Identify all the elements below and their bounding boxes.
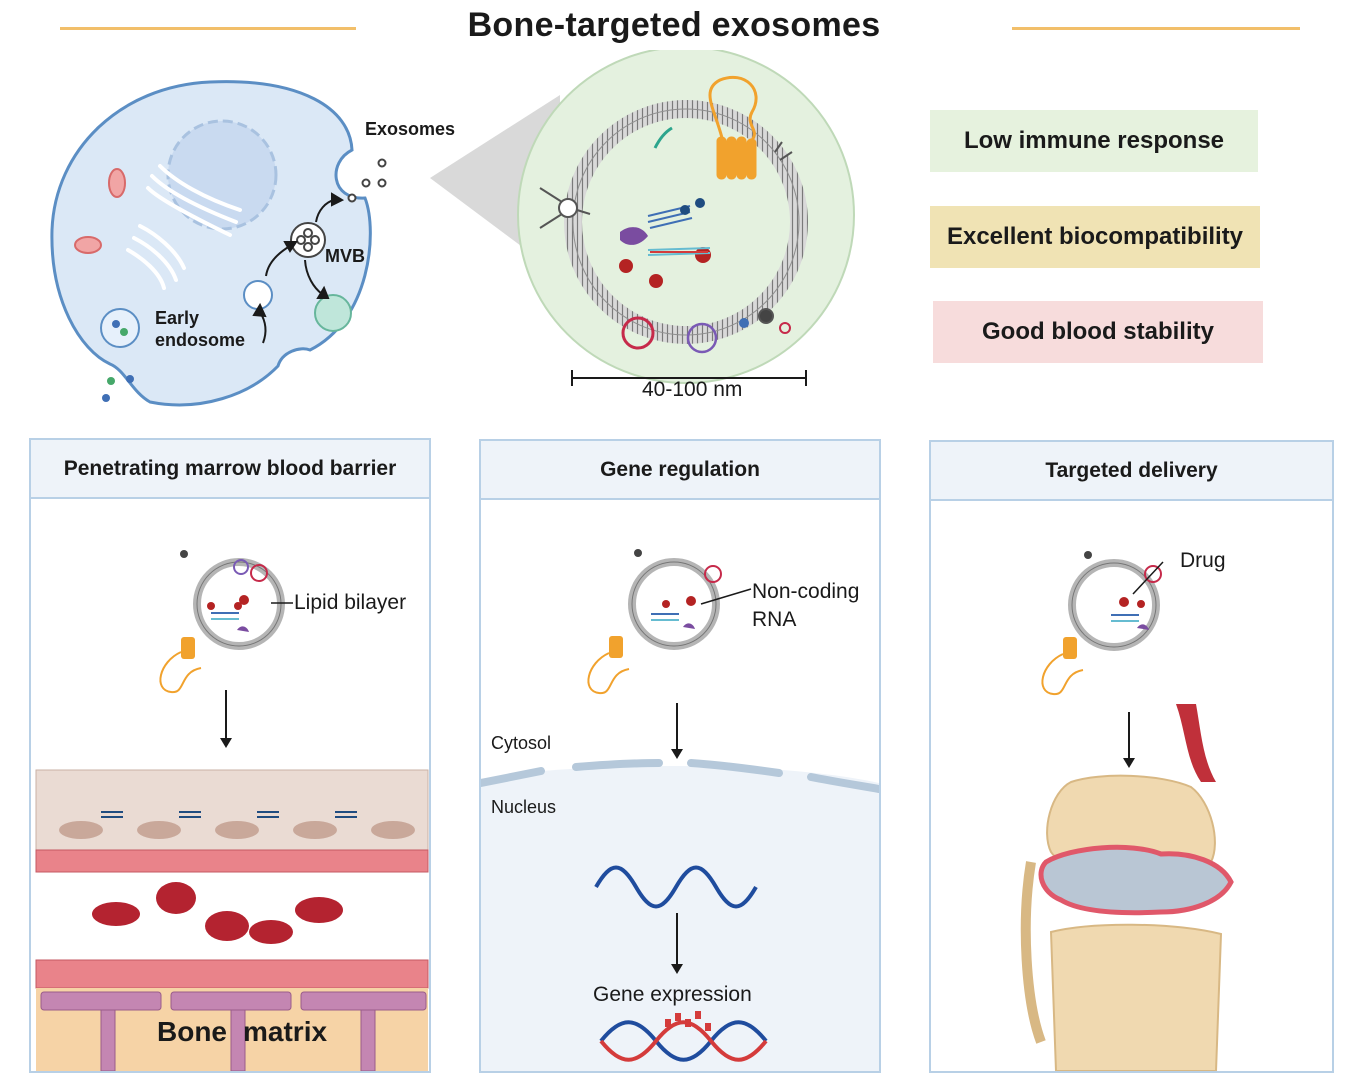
matrix-label: matrix <box>243 1016 328 1047</box>
panel-title: Penetrating marrow blood barrier <box>31 440 429 499</box>
scale-bar <box>571 370 807 386</box>
panel-title: Gene regulation <box>481 441 879 500</box>
fibula <box>1020 861 1046 1044</box>
surface-protein <box>686 322 718 354</box>
blood-vessel <box>1176 704 1216 782</box>
title-rule-right <box>1012 27 1300 30</box>
lysosome <box>314 294 352 332</box>
exosome-icon <box>1041 551 1162 696</box>
endothelium-layer-lower <box>35 959 429 989</box>
early-endosome-label: Early endosome <box>155 308 246 350</box>
cytosol-label: Cytosol <box>491 733 552 753</box>
mitochondrion <box>74 236 102 254</box>
scale-label: 40-100 nm <box>642 378 743 401</box>
down-arrow <box>1123 758 1135 768</box>
released-exosomes <box>347 158 387 203</box>
property-low-immune-response: Low immune response <box>930 110 1258 172</box>
surface-protein <box>621 316 655 350</box>
barrier-illustration <box>35 550 429 1071</box>
cell-nuclei <box>59 821 415 839</box>
drug-label: Drug <box>1180 549 1226 572</box>
mitochondrion <box>108 168 126 198</box>
transmembrane-protein <box>708 75 758 180</box>
nuclear-envelope <box>481 759 879 793</box>
exosome-icon <box>159 550 285 694</box>
panel-gene-regulation: Gene regulation Non <box>479 439 881 1073</box>
dna-helix <box>599 1020 768 1062</box>
matrix-fibers <box>40 991 427 1071</box>
tibia <box>1049 923 1223 1071</box>
panel-marrow-blood-barrier: Penetrating marrow blood barrier <box>29 438 431 1073</box>
expression-products <box>665 1011 711 1031</box>
cartilage <box>1038 844 1234 916</box>
down-arrow <box>220 738 232 748</box>
property-good-blood-stability: Good blood stability <box>933 301 1263 363</box>
exosomes-label: Exosomes <box>365 119 456 139</box>
annotation-line <box>700 588 752 605</box>
page-title: Bone-targeted exosomes <box>467 6 881 44</box>
golgi <box>126 164 242 290</box>
pathway-arrows <box>252 192 345 344</box>
annotation-line <box>1132 561 1164 595</box>
gene-regulation-illustration <box>481 549 879 1071</box>
dna-strand <box>594 865 758 909</box>
mvb <box>290 222 326 258</box>
lipid-bilayer-label: Lipid bilayer <box>294 591 407 614</box>
nucleus-label: Nucleus <box>491 797 557 817</box>
exosome-icon <box>587 549 722 695</box>
non-coding-rna-label-line2: RNA <box>752 608 797 631</box>
down-arrow <box>671 964 683 974</box>
red-blood-cells <box>92 882 343 944</box>
gene-expression-label: Gene expression <box>593 983 752 1006</box>
epithelium-layer <box>35 769 429 851</box>
early-endosome-vesicle <box>100 308 140 348</box>
down-arrow <box>671 749 683 759</box>
panel-title: Targeted delivery <box>931 442 1332 501</box>
title-rule-left <box>60 27 356 30</box>
exosome-biogenesis-illustration <box>50 50 855 407</box>
targeted-delivery-illustration <box>1020 551 1234 1071</box>
bone-label: Bone <box>157 1016 227 1047</box>
endothelium-layer <box>35 849 429 873</box>
nucleus-area <box>481 765 879 1071</box>
non-coding-rna-label-line1: Non-coding <box>752 580 860 603</box>
endocytic-vesicle <box>243 280 273 310</box>
panel-targeted-delivery: Targeted delivery Drug <box>929 440 1334 1073</box>
property-excellent-biocompatibility: Excellent biocompatibility <box>930 206 1260 268</box>
mvb-label: MVB <box>325 246 365 266</box>
